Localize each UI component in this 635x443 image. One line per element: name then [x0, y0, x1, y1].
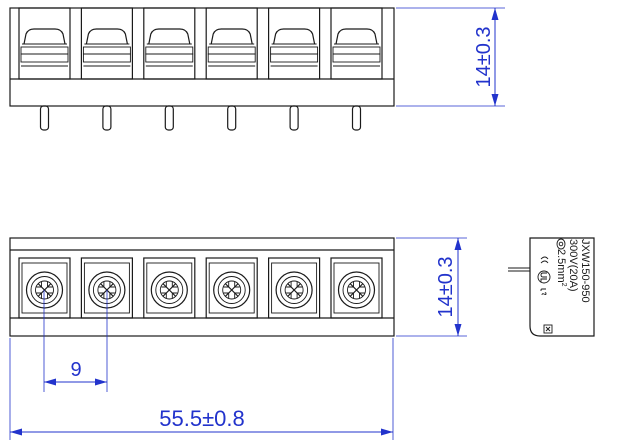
- ul-mark-icon: [537, 256, 551, 296]
- top-height-dimension: 14±0.3: [396, 7, 505, 107]
- pitch-value: 9: [70, 359, 81, 381]
- top-height-value: 14±0.3: [473, 26, 495, 87]
- front-height-arrow-up: [454, 238, 462, 250]
- top-view: [9, 7, 395, 131]
- top-pin: [39, 105, 50, 131]
- top-terminal: [330, 7, 383, 80]
- total-width-value: 55.5±0.8: [159, 406, 244, 431]
- front-terminal: [18, 257, 71, 319]
- front-terminal: [143, 257, 196, 319]
- top-terminal: [18, 7, 71, 80]
- pitch-arrow-right: [95, 378, 107, 386]
- screw-head: [337, 271, 376, 309]
- side-view-body: [529, 237, 595, 337]
- top-height-arrow-up: [491, 8, 499, 20]
- pitch-dimension: 9: [43, 290, 108, 392]
- screw-head: [25, 271, 64, 309]
- top-terminal: [143, 7, 196, 80]
- top-pin: [351, 105, 362, 131]
- top-terminal: [80, 7, 134, 80]
- width-arrow-right: [381, 428, 393, 436]
- top-pin: [164, 105, 174, 131]
- screw-head: [150, 271, 188, 309]
- front-view: [9, 237, 395, 337]
- label-wire: 2.5mm2: [555, 249, 567, 287]
- front-view-body: [9, 237, 395, 337]
- front-height-arrow-down: [454, 324, 462, 336]
- top-pin: [289, 105, 299, 131]
- top-view-terminals: [18, 7, 383, 80]
- pitch-arrow-left: [44, 378, 56, 386]
- front-height-value: 14±0.3: [435, 256, 457, 317]
- front-view-terminals: [18, 257, 383, 319]
- side-view: JXW150-950 300V(20A) 2.5mm2: [508, 237, 595, 337]
- cqc-mark-icon: [556, 238, 566, 250]
- screw-head: [275, 271, 313, 309]
- front-terminal: [205, 257, 258, 319]
- label-rating: 300V(20A): [567, 239, 579, 292]
- top-terminal: [268, 7, 321, 80]
- top-pin: [227, 105, 237, 131]
- screw-head: [213, 271, 251, 309]
- total-width-dimension: 55.5±0.8: [9, 338, 394, 440]
- top-view-body: [9, 7, 395, 107]
- label-model: JXW150-950: [579, 239, 591, 303]
- front-terminal: [330, 257, 383, 319]
- top-terminal: [205, 7, 258, 80]
- top-height-arrow-down: [491, 94, 499, 106]
- box-mark-icon: [543, 324, 553, 334]
- top-pin: [102, 105, 112, 131]
- front-height-dimension: 14±0.3: [396, 237, 467, 337]
- front-terminal: [268, 257, 321, 319]
- width-arrow-left: [10, 428, 22, 436]
- top-view-pins: [39, 105, 362, 131]
- product-label: JXW150-950 300V(20A) 2.5mm2: [537, 238, 591, 334]
